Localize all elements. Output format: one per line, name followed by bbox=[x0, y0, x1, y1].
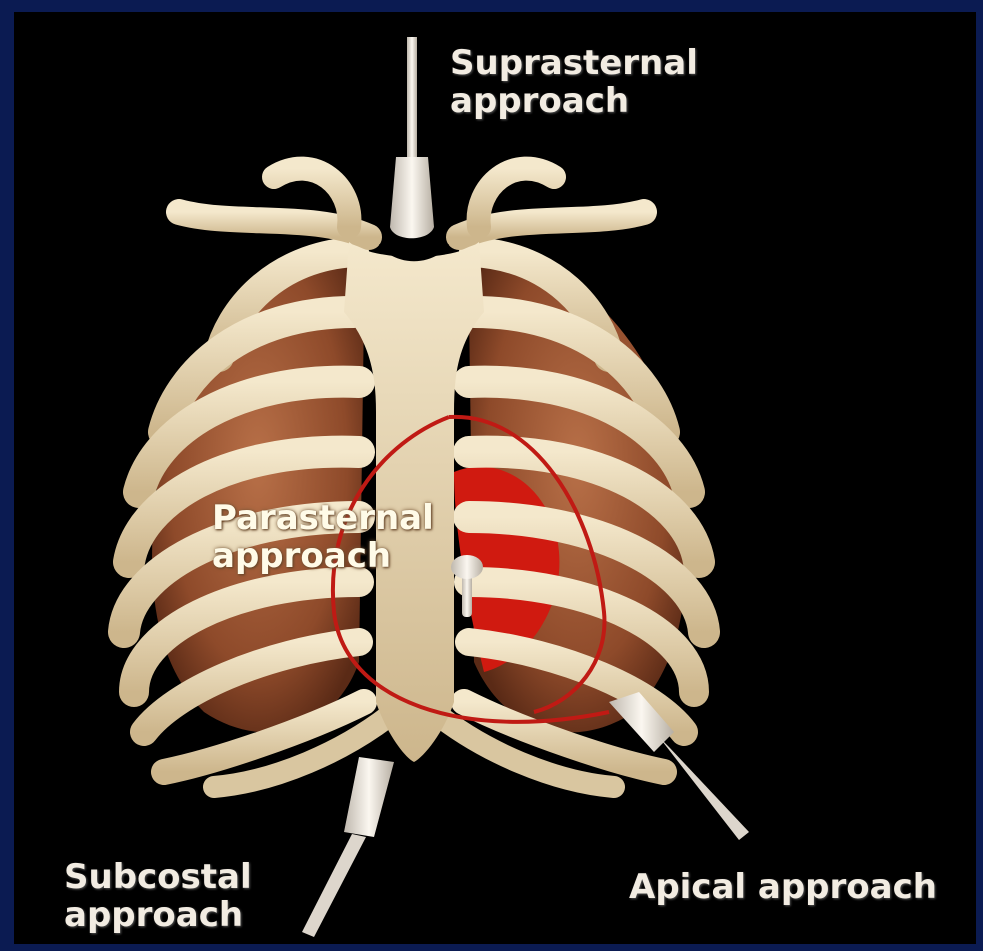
suprasternal-label-line1: Suprasternal bbox=[450, 44, 698, 82]
suprasternal-probe bbox=[390, 37, 434, 238]
subcostal-label-line1: Subcostal bbox=[64, 858, 252, 896]
subcostal-label-line2: approach bbox=[64, 896, 252, 934]
apical-label-text: Apical approach bbox=[629, 868, 937, 906]
subcostal-probe bbox=[302, 757, 394, 937]
apical-label: Apical approach bbox=[629, 868, 937, 906]
ribcage-illustration bbox=[14, 12, 976, 944]
suprasternal-label: Suprasternal approach bbox=[450, 44, 698, 120]
subcostal-label: Subcostal approach bbox=[64, 858, 252, 934]
parasternal-label: Parasternal approach bbox=[212, 499, 434, 575]
parasternal-label-line2: approach bbox=[212, 537, 434, 575]
parasternal-label-line1: Parasternal bbox=[212, 499, 434, 537]
illustration-panel: Suprasternal approach Parasternal approa… bbox=[14, 12, 976, 944]
suprasternal-label-line2: approach bbox=[450, 82, 698, 120]
